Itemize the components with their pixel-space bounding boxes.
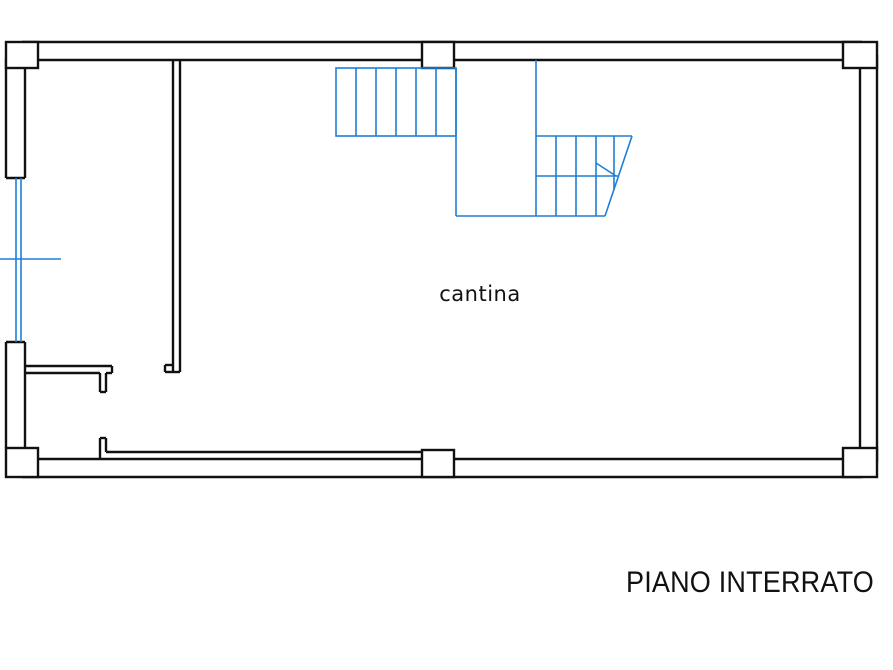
staircase	[335, 60, 633, 217]
outer-walls	[4, 40, 879, 479]
room-label-cantina: cantina	[439, 282, 520, 306]
pillar-top-right	[841, 40, 879, 70]
left-wall-window	[0, 178, 61, 342]
pillar-bottom-right	[841, 446, 879, 479]
pillar-bottom-middle	[420, 448, 456, 479]
pillar-top-left	[4, 40, 40, 70]
plan-title: PIANO INTERRATO	[626, 566, 874, 599]
interior-partitions	[25, 60, 422, 459]
pillar-top-middle	[420, 40, 456, 70]
structural-pillars	[4, 40, 879, 479]
pillar-bottom-left	[4, 446, 40, 479]
